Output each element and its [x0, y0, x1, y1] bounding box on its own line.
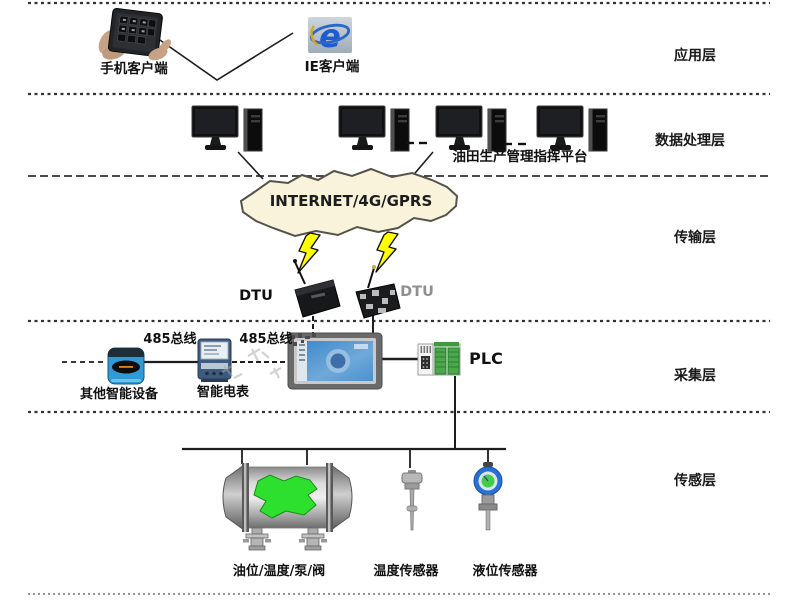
bus-left-label: 485总线 — [143, 331, 196, 347]
workstation-3 — [435, 105, 507, 152]
mobile-client-label: 手机客户端 — [100, 60, 168, 77]
connections — [62, 32, 506, 468]
lightning-bolts — [297, 231, 399, 274]
dtu-left-icon — [293, 259, 341, 318]
ie-client-label: IE客户端 — [305, 58, 360, 75]
labels: 手机客户端 IE客户端 油田生产管理指挥平台 DTU DTU 485总线 485… — [80, 58, 588, 579]
tank-nozzle-2 — [299, 527, 327, 551]
watermark-strokes — [221, 348, 282, 379]
tank-icon — [222, 463, 353, 551]
ellipsis-dashes — [406, 141, 526, 146]
ie-client-icon: e — [308, 17, 352, 55]
bolt-right — [375, 231, 399, 273]
temp-sensor-icon — [401, 470, 423, 531]
cloud-label: INTERNET/4G/GPRS — [270, 192, 433, 210]
layer-label-collection: 采集层 — [673, 367, 716, 384]
workstation-1 — [191, 105, 263, 152]
layer-labels: 应用层 数据处理层 传输层 采集层 传感层 — [655, 47, 725, 489]
bus-right-label: 485总线 — [239, 331, 292, 347]
layer-label-application: 应用层 — [674, 47, 716, 64]
monitor1-cloud-link — [237, 151, 264, 180]
plc-label: PLC — [469, 349, 503, 368]
platform-label: 油田生产管理指挥平台 — [453, 148, 588, 165]
bolt-left — [297, 232, 321, 274]
internet-cloud: INTERNET/4G/GPRS — [239, 167, 459, 238]
smart-meter-label: 智能电表 — [197, 384, 250, 400]
plc-icon — [417, 342, 461, 376]
level-sensor-label: 液位传感器 — [472, 563, 538, 579]
dtu-left-label: DTU — [239, 288, 273, 304]
app-client-link — [156, 32, 294, 81]
watermark-speckles-dtu — [360, 290, 395, 313]
hmi-panel-icon — [287, 332, 383, 390]
other-device-label: 其他智能设备 — [80, 386, 159, 402]
watermark-speckles-hmi — [290, 333, 316, 346]
smart-meter-icon — [197, 338, 232, 382]
tank-label: 油位/温度/泵/阀 — [233, 563, 325, 579]
layer-label-sensing: 传感层 — [673, 472, 716, 489]
mobile-client-icon — [98, 7, 171, 61]
dtu-right-icon — [355, 265, 401, 319]
workstations — [191, 105, 608, 152]
workstation-2 — [338, 105, 410, 152]
dtu-right-label: DTU — [400, 284, 434, 300]
tank-nozzle-1 — [243, 527, 271, 551]
layer-label-data: 数据处理层 — [655, 132, 725, 149]
temp-sensor-label: 温度传感器 — [373, 563, 439, 579]
layer-separators — [28, 1, 770, 595]
svg-text:e: e — [319, 17, 341, 55]
workstation-4 — [536, 105, 608, 152]
other-device-icon — [107, 347, 145, 385]
level-sensor-icon — [473, 462, 503, 531]
layer-label-transmission: 传输层 — [673, 229, 716, 246]
